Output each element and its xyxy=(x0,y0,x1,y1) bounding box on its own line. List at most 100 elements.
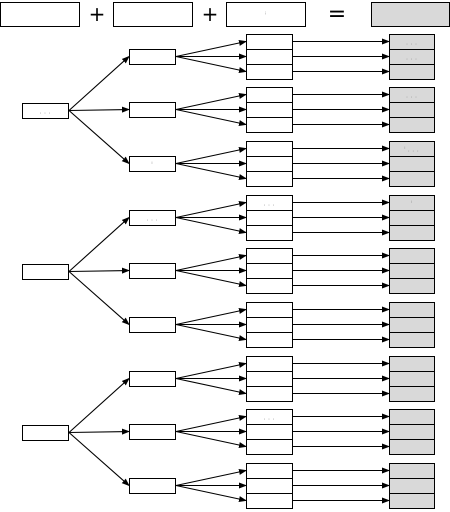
plus-operator-1: + xyxy=(89,2,106,26)
root-node-1-frame xyxy=(22,103,69,119)
branch-node-2-2-frame xyxy=(129,263,176,279)
result-node-2-1-2 xyxy=(389,210,435,226)
leaf-node-3-1-2-frame xyxy=(246,371,293,387)
edge-branch3-3-leaf3 xyxy=(175,484,247,502)
branch-node-2-1: . . . xyxy=(129,210,176,226)
leaf-node-3-3-2-frame xyxy=(246,478,293,494)
result-node-1-2-1-label: . . . xyxy=(406,92,417,100)
leaf-node-2-3-1-frame xyxy=(246,302,293,318)
edge-root1-branch2 xyxy=(68,106,130,113)
edge-branch2-3-leaf1 xyxy=(175,308,247,326)
edge-branch3-2-leaf3 xyxy=(175,430,247,448)
leaf-node-1-3-2-frame xyxy=(246,156,293,172)
result-node-2-1-1: ⁱ xyxy=(389,195,435,211)
result-node-1-3-2-frame xyxy=(389,156,435,172)
result-node-1-1-1: . . . xyxy=(389,34,435,50)
branch-node-1-3: ⁱ xyxy=(129,156,176,172)
header-box-3-frame xyxy=(226,2,306,27)
root-node-3 xyxy=(22,425,69,441)
leaf-node-3-2-3 xyxy=(246,439,293,455)
leaf-node-2-1-1-label: . . . xyxy=(263,200,274,208)
edge-root3-branch3 xyxy=(68,432,130,487)
result-node-2-3-3-frame xyxy=(389,332,435,348)
leaf-node-1-3-3-frame xyxy=(246,171,293,187)
leaf-node-1-1-2-frame xyxy=(246,49,293,65)
edge-root2-branch2 xyxy=(68,267,130,274)
leaf-node-1-2-3-frame xyxy=(246,117,293,133)
branch-node-3-2 xyxy=(129,424,176,440)
edge-branch2-1-leaf1 xyxy=(175,201,247,219)
result-node-3-3-1-frame xyxy=(389,463,435,479)
result-node-1-1-2-label: . . . xyxy=(406,54,417,62)
leaf-node-2-2-2 xyxy=(246,263,293,279)
leaf-node-2-2-1 xyxy=(246,248,293,264)
branch-node-2-1-label: . . . xyxy=(146,215,157,223)
leaf-node-2-2-3-frame xyxy=(246,278,293,294)
leaf-node-3-2-2 xyxy=(246,424,293,440)
result-node-3-3-1 xyxy=(389,463,435,479)
result-node-2-2-3-frame xyxy=(389,278,435,294)
edge-root2-branch1 xyxy=(68,216,130,272)
root-node-2-frame xyxy=(22,264,69,280)
branch-node-3-1-frame xyxy=(129,371,176,387)
leaf-node-1-2-2 xyxy=(246,102,293,118)
branch-node-2-1-frame xyxy=(129,210,176,226)
leaf-node-3-1-1-frame xyxy=(246,356,293,372)
edge-branch2-2-leaf3 xyxy=(175,269,247,287)
result-node-1-3-1: ⁱ . . . xyxy=(389,141,435,157)
branch-node-2-3-frame xyxy=(129,317,176,333)
leaf-node-2-1-3 xyxy=(246,225,293,241)
root-node-1-label: . . . xyxy=(39,108,50,116)
leaf-node-1-1-2 xyxy=(246,49,293,65)
result-node-3-3-3 xyxy=(389,493,435,509)
branch-node-1-1-frame xyxy=(129,49,176,65)
edge-branch2-1-leaf3 xyxy=(175,216,247,234)
leaf-node-3-2-1-label: . . . xyxy=(263,414,274,422)
result-node-1-3-3 xyxy=(389,171,435,187)
edge-branch2-2-leaf1 xyxy=(175,254,247,272)
header-box-1 xyxy=(0,2,80,27)
leaf-node-2-3-3 xyxy=(246,332,293,348)
result-node-3-1-2 xyxy=(389,371,435,387)
branch-node-3-1 xyxy=(129,371,176,387)
header-result-box xyxy=(371,2,450,27)
edge-branch1-3-leaf3 xyxy=(175,162,247,180)
result-node-2-2-2-frame xyxy=(389,263,435,279)
branch-node-2-3 xyxy=(129,317,176,333)
leaf-node-2-1-2 xyxy=(246,210,293,226)
result-node-3-3-3-frame xyxy=(389,493,435,509)
leaf-node-3-3-3 xyxy=(246,493,293,509)
branch-node-1-2 xyxy=(129,102,176,118)
result-node-3-2-3 xyxy=(389,439,435,455)
result-node-3-2-2 xyxy=(389,424,435,440)
result-node-1-1-3-frame xyxy=(389,64,435,80)
result-node-3-3-2 xyxy=(389,478,435,494)
leaf-node-2-1-1: . . . xyxy=(246,195,293,211)
result-node-2-2-1 xyxy=(389,248,435,264)
branch-node-3-2-frame xyxy=(129,424,176,440)
result-node-3-2-1-frame xyxy=(389,409,435,425)
root-node-1: . . . xyxy=(22,103,69,119)
leaf-node-3-1-3-frame xyxy=(246,386,293,402)
leaf-node-3-3-3-frame xyxy=(246,493,293,509)
result-node-3-1-1 xyxy=(389,356,435,372)
result-node-2-1-2-frame xyxy=(389,210,435,226)
leaf-node-1-2-1 xyxy=(246,87,293,103)
header-box-2-frame xyxy=(113,2,193,27)
leaf-node-2-3-2 xyxy=(246,317,293,333)
result-node-3-1-3-frame xyxy=(389,386,435,402)
result-node-1-2-3 xyxy=(389,117,435,133)
header-box-1-frame xyxy=(0,2,80,27)
leaf-node-1-1-3-frame xyxy=(246,64,293,80)
equals-operator-3: = xyxy=(328,2,346,27)
leaf-node-2-3-1 xyxy=(246,302,293,318)
edge-root1-branch3 xyxy=(68,110,130,165)
result-node-1-3-3-frame xyxy=(389,171,435,187)
leaf-node-1-1-1-frame xyxy=(246,34,293,50)
root-node-2 xyxy=(22,264,69,280)
result-node-1-3-1-label: ⁱ . . . xyxy=(404,146,419,154)
leaf-node-1-2-2-frame xyxy=(246,102,293,118)
leaf-node-1-2-3 xyxy=(246,117,293,133)
